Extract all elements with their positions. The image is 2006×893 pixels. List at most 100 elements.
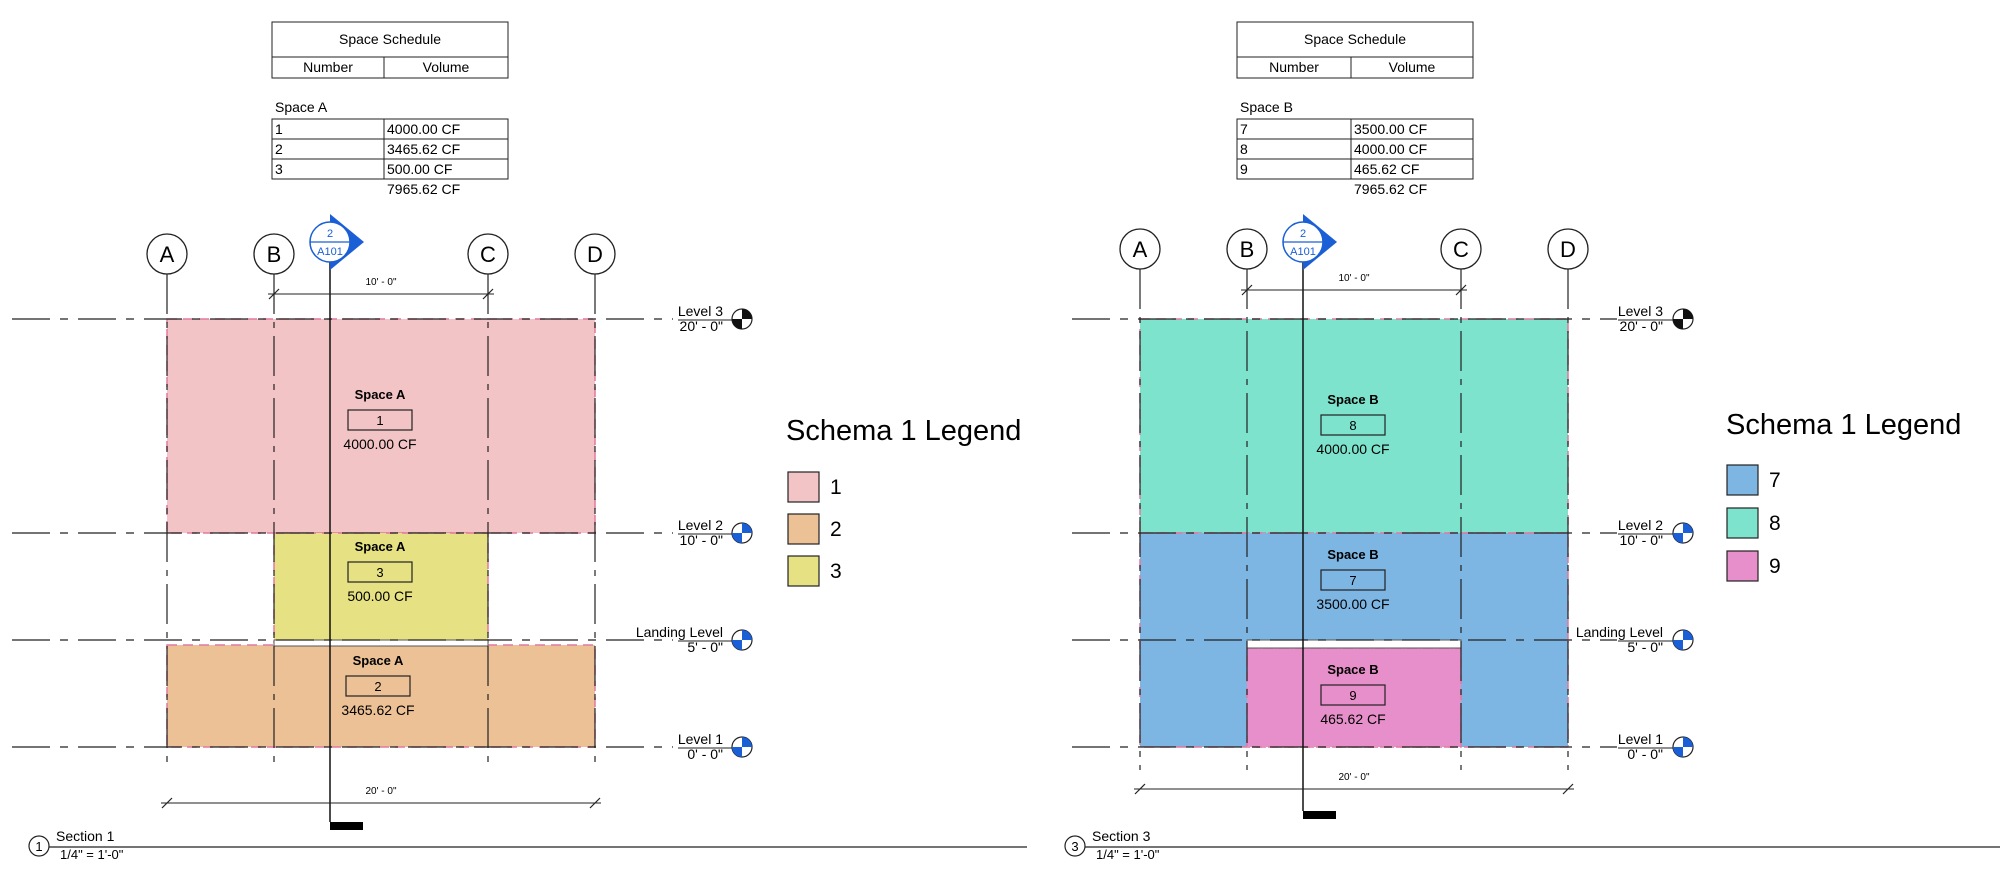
level-name: Landing Level xyxy=(636,624,723,640)
space-name: Space A xyxy=(353,653,404,668)
schedule-row-volume: 4000.00 CF xyxy=(1354,141,1427,157)
dimension-tick xyxy=(1134,783,1146,795)
schedule-cell xyxy=(271,118,385,140)
grid-label-a: A xyxy=(1133,237,1148,262)
view-number: 1 xyxy=(35,839,42,854)
schedule-row-number: 1 xyxy=(275,121,283,137)
level-name: Level 1 xyxy=(678,731,723,747)
legend-swatch-9 xyxy=(1726,550,1759,582)
dimension-bottom: 20' - 0" xyxy=(1134,772,1574,795)
level-elevation: 0' - 0" xyxy=(687,746,723,762)
level-name: Level 1 xyxy=(1618,731,1663,747)
schedule-header-volume: Volume xyxy=(1389,59,1436,75)
grid-label-d: D xyxy=(1560,237,1576,262)
level-head-quadrant xyxy=(1683,737,1693,747)
color-legend: Schema 1 Legend 1 2 3 xyxy=(786,415,1021,587)
schedule-cell xyxy=(271,138,385,160)
dimension-bottom: 20' - 0" xyxy=(161,786,601,809)
level-name: Landing Level xyxy=(1576,624,1663,640)
level-elevation: 5' - 0" xyxy=(1627,639,1663,655)
space-number: 3 xyxy=(376,565,383,580)
schedule-header-number: Number xyxy=(1269,59,1319,75)
space-number-box xyxy=(345,675,411,697)
level-elevation: 10' - 0" xyxy=(1620,532,1663,548)
legend-swatch-2 xyxy=(787,513,820,545)
schedule-row-number: 3 xyxy=(275,161,283,177)
schedule-group-label: Space B xyxy=(1240,99,1293,115)
space-number: 1 xyxy=(376,413,383,428)
legend-label: 3 xyxy=(830,560,842,583)
level-name: Level 3 xyxy=(1618,303,1663,319)
space-name: Space A xyxy=(355,539,406,554)
legend-swatch-8 xyxy=(1726,507,1759,539)
schedule-row-number: 7 xyxy=(1240,121,1248,137)
grid-bubble xyxy=(253,233,295,275)
schedule-header-cell xyxy=(1350,56,1474,79)
space-number: 7 xyxy=(1349,573,1356,588)
space-number-box xyxy=(1320,684,1386,706)
view-number-circle xyxy=(1064,835,1086,857)
space-tag: Space B 8 4000.00 CF xyxy=(1316,392,1389,457)
space-volume: 465.62 CF xyxy=(1320,711,1385,727)
landing-slab xyxy=(1246,639,1462,649)
section-tag-sheet: A101 xyxy=(1290,246,1316,258)
grid-bubble xyxy=(574,233,616,275)
schedule-row-volume: 3465.62 CF xyxy=(387,141,460,157)
level-head-quadrant xyxy=(1673,533,1683,543)
legend-title: Schema 1 Legend xyxy=(786,415,1021,447)
level-head-quadrant xyxy=(1683,630,1693,640)
space-name: Space A xyxy=(355,387,406,402)
schedule-cell xyxy=(1236,158,1352,180)
schedule-header-volume: Volume xyxy=(423,59,470,75)
dimension-tick xyxy=(589,797,601,809)
view-number-circle xyxy=(28,835,50,857)
grid-bubble xyxy=(467,233,509,275)
space-fill-9 xyxy=(1246,647,1462,748)
schedule-cell xyxy=(1350,158,1474,180)
grid-label-c: C xyxy=(480,242,496,267)
level-head-icon xyxy=(731,522,753,544)
grid-label-a: A xyxy=(160,242,175,267)
dimension-top: 10' - 0" xyxy=(1241,273,1467,296)
schedule-title: Space Schedule xyxy=(1304,31,1406,47)
space-name: Space B xyxy=(1327,392,1378,407)
space-number: 8 xyxy=(1349,418,1356,433)
space-volume: 4000.00 CF xyxy=(1316,441,1389,457)
view-scale: 1/4" = 1'-0" xyxy=(60,847,124,862)
level-head-quadrant xyxy=(742,523,752,533)
dimension-tick xyxy=(482,288,494,300)
schedule-header-number: Number xyxy=(303,59,353,75)
view-scale: 1/4" = 1'-0" xyxy=(1096,847,1160,862)
level-elevation: 0' - 0" xyxy=(1627,746,1663,762)
space-fill-3 xyxy=(273,532,489,643)
grid-bubble xyxy=(1547,228,1589,270)
schedule-row-volume: 3500.00 CF xyxy=(1354,121,1427,137)
level-name: Level 3 xyxy=(678,303,723,319)
level-head-icon xyxy=(1672,308,1694,330)
legend-label: 2 xyxy=(830,518,842,541)
schedule-cell xyxy=(1236,138,1352,160)
dimension-tick xyxy=(1241,284,1253,296)
schedule-row-number: 8 xyxy=(1240,141,1248,157)
space-number-box xyxy=(347,409,413,431)
space-name: Space B xyxy=(1327,547,1378,562)
view-name: Section 3 xyxy=(1092,828,1151,844)
level-head-quadrant xyxy=(732,640,742,650)
dimension-text: 20' - 0" xyxy=(365,786,396,797)
dimension-top: 10' - 0" xyxy=(268,277,494,300)
space-number-box xyxy=(1320,569,1386,591)
schedule-cell xyxy=(271,158,385,180)
grid-bubble xyxy=(146,233,188,275)
level-head-quadrant xyxy=(1673,319,1683,329)
legend-label: 1 xyxy=(830,476,842,499)
